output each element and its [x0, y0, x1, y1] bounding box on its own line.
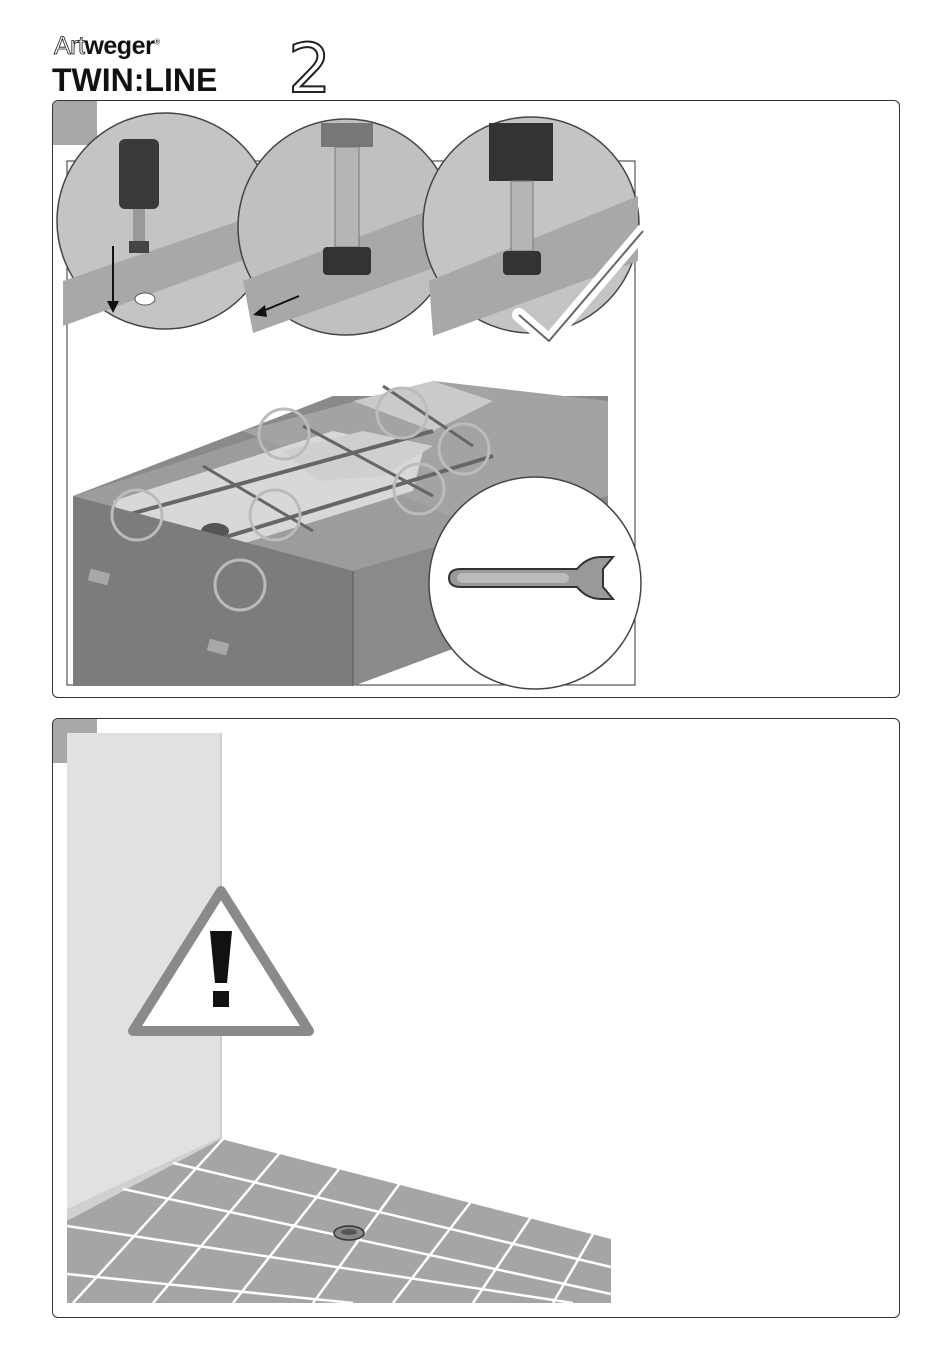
detail-insert-3 [423, 117, 643, 341]
brand-name: Artweger® [54, 32, 160, 61]
installation-illustration-1 [53, 101, 899, 697]
product-version: 2 [288, 36, 331, 104]
wrench-insert [429, 477, 641, 689]
brand-weger: weger [84, 32, 154, 60]
step-panel-1 [52, 100, 900, 698]
installation-illustration-2 [53, 719, 899, 1317]
brand-art: Art [54, 32, 84, 60]
step-panel-2 [52, 718, 900, 1318]
detail-insert-2 [238, 119, 454, 335]
product-name: TWIN:LINE [52, 62, 217, 99]
artweger-logo: Artweger® TWIN:LINE 2 [52, 28, 352, 98]
